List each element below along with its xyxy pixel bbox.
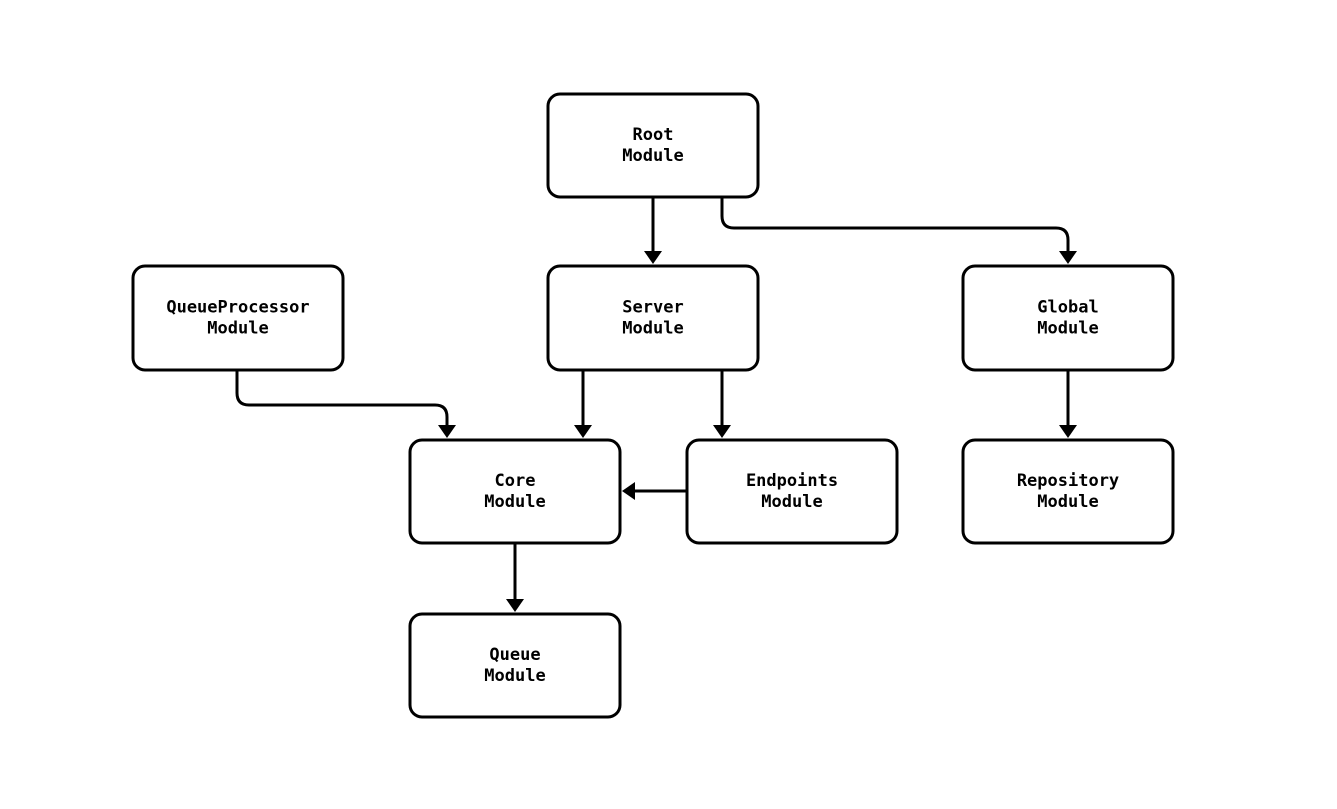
arrowhead-icon [506, 599, 524, 612]
edge-queueprocessor-to-core [235, 370, 456, 438]
node-label-line1: Core [495, 471, 536, 491]
edge-line [235, 370, 449, 426]
node-label-line1: Server [622, 297, 683, 317]
node-label-line2: Module [622, 146, 683, 166]
node-label-line1: Root [633, 125, 674, 145]
node-label-line2: Module [484, 492, 545, 512]
node-label-line2: Module [207, 319, 268, 339]
arrowhead-icon [622, 482, 635, 500]
node-box[interactable] [961, 264, 1175, 372]
arrowhead-icon [1059, 425, 1077, 438]
node-label-line2: Module [761, 492, 822, 512]
node-label-line2: Module [1037, 492, 1098, 512]
arrowhead-icon [438, 425, 456, 438]
edge-line [720, 197, 1070, 252]
edge-server-to-core [574, 370, 592, 438]
node-box[interactable] [408, 438, 622, 545]
node-label-line1: Global [1037, 297, 1098, 317]
node-box[interactable] [408, 612, 622, 719]
node-label-line2: Module [622, 319, 683, 339]
edge-root-to-server [644, 197, 662, 264]
edge-core-to-queue [506, 543, 524, 612]
arrowhead-icon [574, 425, 592, 438]
node-box[interactable] [961, 438, 1175, 545]
node-label-line2: Module [1037, 319, 1098, 339]
edge-global-to-repository [1059, 370, 1077, 438]
edge-endpoints-to-core [622, 482, 687, 500]
node-box[interactable] [685, 438, 899, 545]
node-box[interactable] [131, 264, 345, 372]
node-label-line1: Queue [489, 645, 540, 665]
node-label-line1: QueueProcessor [166, 297, 309, 317]
node-label-line2: Module [484, 666, 545, 686]
edge-server-to-endpoints [713, 370, 731, 438]
arrowhead-icon [1059, 251, 1077, 264]
node-label-line1: Repository [1017, 471, 1119, 491]
edge-root-to-global [720, 197, 1077, 264]
arrowhead-icon [644, 251, 662, 264]
arrowhead-icon [713, 425, 731, 438]
node-label-line1: Endpoints [746, 471, 838, 491]
node-box[interactable] [546, 264, 760, 372]
node-box[interactable] [546, 92, 760, 199]
edges-layer [235, 197, 1077, 612]
